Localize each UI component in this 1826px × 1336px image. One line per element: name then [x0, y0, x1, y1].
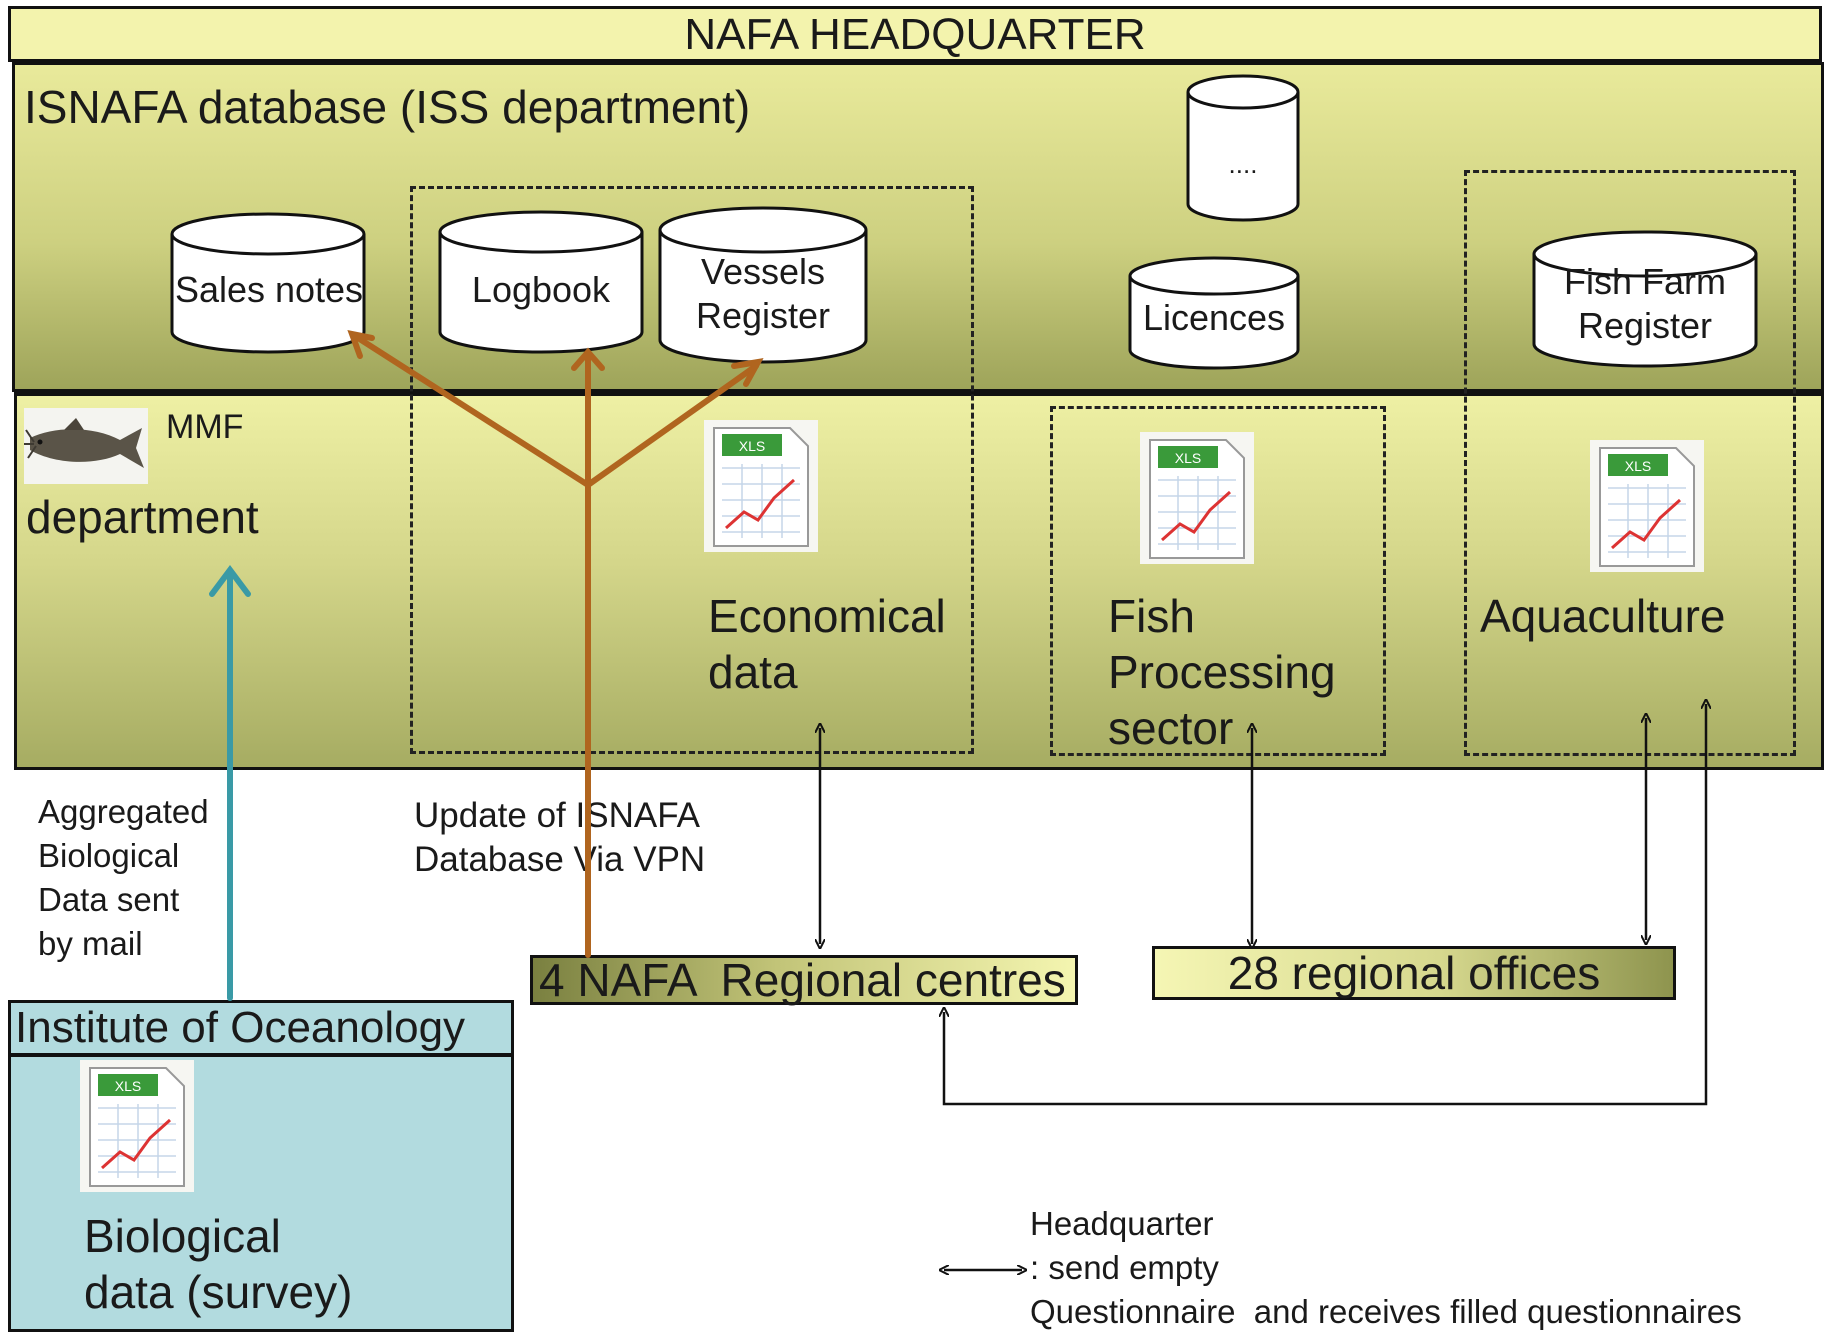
xls-label: XLS [1175, 450, 1201, 466]
regional-offices-box: 28 regional offices [1152, 946, 1676, 1000]
update-isnafa-label: Update of ISNAFA Database Via VPN [414, 796, 706, 879]
database-cylinders [170, 74, 1758, 370]
database-vessels-register: Vessels Register [695, 251, 831, 336]
headquarter-title: NAFA HEADQUARTER [8, 6, 1822, 62]
xls-file-icon: XLS [1590, 440, 1704, 572]
database-dots: .... [1228, 149, 1258, 179]
xls-file-icon: XLS [80, 1060, 194, 1192]
xls-label: XLS [1625, 458, 1651, 474]
database-licences: Licences [1142, 297, 1286, 338]
aquaculture-label: Aquaculture [1480, 590, 1726, 642]
fish-icon [24, 408, 148, 484]
database-icon [170, 74, 1758, 370]
nafa-regional-centres-box: 4 NAFA Regional centres [530, 955, 1078, 1005]
database-logbook: Logbook [471, 269, 611, 310]
economical-data-label: Economical data [708, 590, 946, 698]
xls-file-icon: XLS [704, 420, 818, 552]
department-label: department [26, 491, 259, 543]
xls-file-icon: XLS [1140, 432, 1254, 564]
aggregated-data-label: Aggregated Biological Data sent by mail [38, 793, 209, 962]
fish-processing-label: Fish Processing sector [1108, 590, 1336, 754]
isnafa-title: ISNAFA database (ISS department) [24, 81, 751, 133]
biological-data-label: Biological data (survey) [84, 1210, 353, 1318]
xls-label: XLS [739, 438, 765, 454]
institute-title: Institute of Oceanology [8, 1000, 514, 1056]
database-fish-farm-register: Fish Farm Register [1564, 261, 1726, 346]
database-sales-notes: Sales notes [174, 269, 364, 310]
legend-text: Headquarter : send empty Questionnaire a… [1030, 1205, 1742, 1330]
mmf-label: MMF [166, 408, 244, 446]
xls-label: XLS [115, 1078, 141, 1094]
